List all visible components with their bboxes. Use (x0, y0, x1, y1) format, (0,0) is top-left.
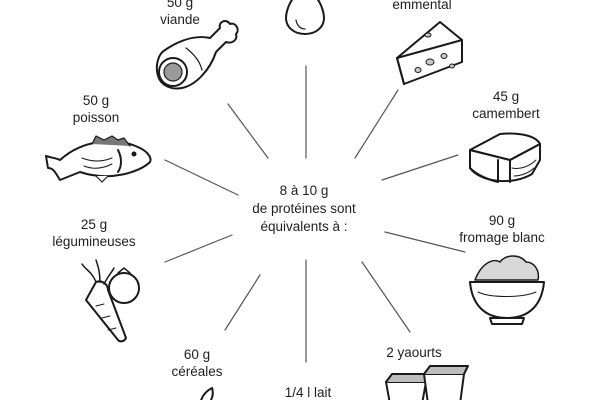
food-name: 1/4 l lait (284, 385, 332, 400)
spoke-cereales (224, 274, 261, 331)
amount: 25 g (80, 217, 108, 232)
yogurt-pots-icon (385, 365, 469, 400)
spoke-legumineuses (164, 234, 233, 263)
cheese-wedge-icon (396, 21, 463, 85)
label-fromage-blanc: 90 g fromage blanc (459, 212, 545, 246)
carrot-tomato-icon (81, 259, 140, 343)
spoke-viande (227, 103, 269, 159)
food-name: camembert (472, 106, 540, 121)
food-name: emmental (392, 0, 452, 12)
center-caption: 8 à 10 g de protéines sont équivalents à… (252, 182, 356, 236)
spoke-fromage-blanc (384, 231, 466, 253)
center-line: 8 à 10 g (279, 183, 329, 198)
food-name: poisson (72, 110, 120, 125)
fish-icon (45, 135, 152, 183)
ham-leg-icon (155, 20, 239, 90)
center-line: équivalents à : (260, 219, 348, 234)
label-cereales: 60 g céréales (171, 346, 222, 380)
food-name: fromage blanc (459, 230, 545, 245)
amount: 50 g (82, 93, 110, 108)
amount: 60 g (183, 347, 211, 362)
spoke-yaourts (361, 261, 411, 333)
camembert-icon (469, 132, 541, 183)
label-emmental: emmental (392, 0, 451, 13)
label-yaourts: 2 yaourts (386, 344, 442, 361)
egg-icon (285, 0, 325, 35)
center-line: de protéines sont (252, 201, 356, 216)
amount: 45 g (492, 89, 520, 104)
label-lait: 1/4 l lait (285, 384, 332, 400)
food-name: 2 yaourts (386, 345, 442, 360)
bowl-icon (469, 255, 545, 325)
label-viande: 50 g viande (160, 0, 200, 28)
label-camembert: 45 g camembert (472, 88, 540, 122)
amount: 50 g (166, 0, 194, 10)
grain-icon (200, 387, 214, 400)
spoke-poisson (164, 159, 239, 196)
food-name: viande (160, 12, 200, 27)
label-poisson: 50 g poisson (73, 92, 120, 126)
spoke-camembert (381, 154, 459, 181)
label-legumineuses: 25 g légumineuses (52, 216, 135, 250)
spoke-emmental (354, 89, 399, 159)
food-name: céréales (171, 364, 223, 379)
amount: 90 g (488, 213, 516, 228)
food-name: légumineuses (52, 234, 136, 249)
